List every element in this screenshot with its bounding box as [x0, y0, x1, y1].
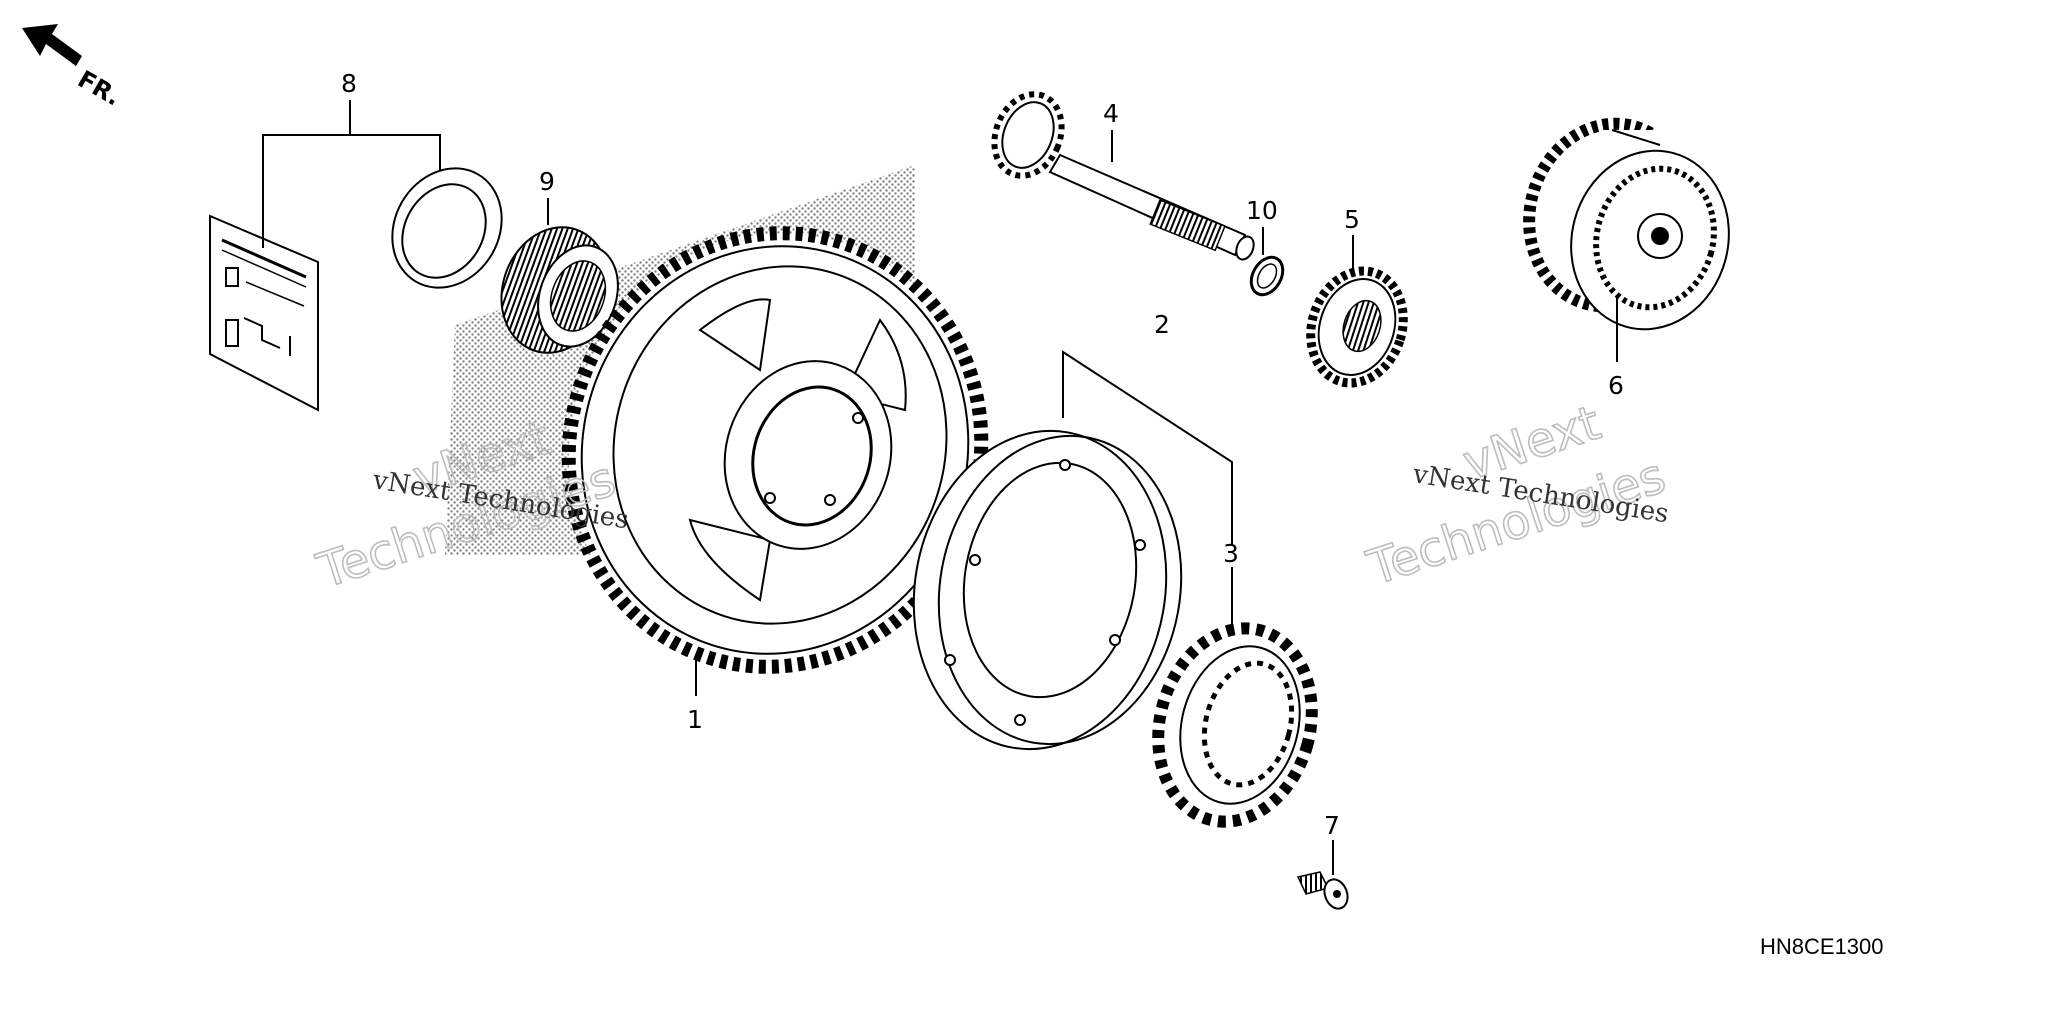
part-3-one-way-clutch: [1152, 622, 1318, 828]
callout-6: 6: [1608, 371, 1624, 400]
part-7-bolt: [1296, 871, 1349, 910]
part-4-shaft: [991, 91, 1255, 261]
callout-9: 9: [539, 167, 555, 196]
callout-3: 3: [1223, 539, 1239, 568]
callout-5: 5: [1344, 205, 1360, 234]
callout-1: 1: [687, 705, 703, 734]
part-10-circlip: [1249, 255, 1285, 297]
part-9-needle-bearing: [500, 226, 619, 354]
diagram-code: HN8CE1300: [1760, 934, 1884, 959]
callout-4: 4: [1103, 99, 1119, 128]
callouts: 1 2 3 4 5 6 7 8 9 10: [341, 69, 1624, 840]
part-8-label-card: [209, 214, 319, 412]
callout-7: 7: [1324, 811, 1340, 840]
leader-lines: [262, 100, 1618, 875]
part-2-flange: [912, 429, 1183, 751]
part-5-small-gear: [1306, 266, 1408, 388]
part-8-washer: [391, 167, 503, 289]
direction-label: FR.: [73, 65, 125, 111]
callout-8: 8: [341, 69, 357, 98]
callout-2: 2: [1154, 310, 1170, 339]
callout-10: 10: [1246, 196, 1278, 225]
front-direction-arrow-icon: [22, 24, 82, 66]
part-6-clutch-assembly: [1523, 117, 1730, 331]
watermark-right: vNext Technologies vNext Technologies: [1360, 394, 1673, 598]
